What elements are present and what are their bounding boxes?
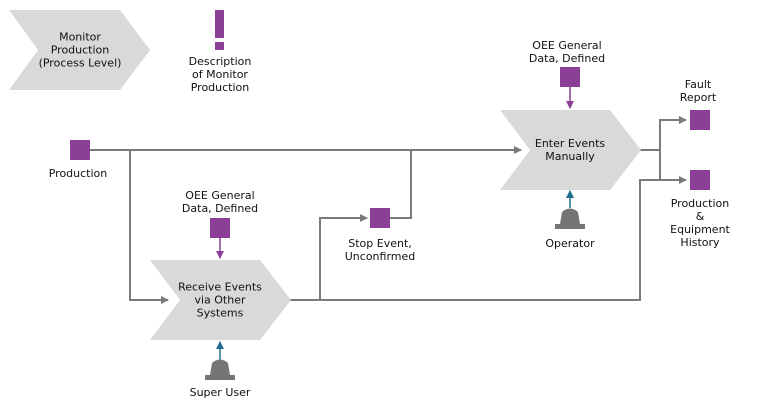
process-receive-events[interactable] bbox=[150, 260, 291, 340]
process-enter-events-manually[interactable] bbox=[500, 110, 641, 190]
object-label-oee-top: OEE General Data, Defined bbox=[528, 39, 606, 65]
process-label-receive-events: Receive Events via Other Systems bbox=[178, 280, 262, 320]
connector-stop-event-to-enter-events bbox=[390, 150, 412, 219]
role-label-super-user: Super User bbox=[189, 386, 251, 399]
process-label-enter-events: Enter Events Manually bbox=[534, 137, 606, 163]
role-label-operator: Operator bbox=[545, 237, 595, 250]
super-user-role-icon[interactable] bbox=[205, 359, 235, 381]
object-label-fault-report: Fault Report bbox=[679, 78, 717, 104]
object-oee-top[interactable] bbox=[560, 67, 580, 87]
object-production[interactable] bbox=[70, 140, 90, 160]
object-label-production: Production bbox=[48, 167, 108, 180]
process-monitor-production[interactable] bbox=[9, 10, 150, 90]
process-label-monitor-production: Monitor Production (Process Level) bbox=[38, 30, 122, 70]
object-label-oee-bottom: OEE General Data, Defined bbox=[181, 189, 259, 215]
object-stop-event[interactable] bbox=[370, 208, 390, 228]
object-production-history[interactable] bbox=[690, 170, 710, 190]
object-label-stop-event: Stop Event, Unconfirmed bbox=[344, 237, 416, 263]
object-fault-report[interactable] bbox=[690, 110, 710, 130]
exclamation-mark-icon bbox=[215, 10, 224, 50]
connector-production-to-receive-events bbox=[129, 150, 169, 304]
object-oee-bottom[interactable] bbox=[210, 218, 230, 238]
description-label: Description of Monitor Production bbox=[188, 55, 252, 94]
operator-role-icon[interactable] bbox=[555, 208, 585, 230]
object-label-production-history: Production & Equipment History bbox=[670, 197, 730, 249]
connector-receive-events-to-history bbox=[290, 176, 687, 301]
connector-enter-events-to-fault-report bbox=[638, 116, 687, 151]
